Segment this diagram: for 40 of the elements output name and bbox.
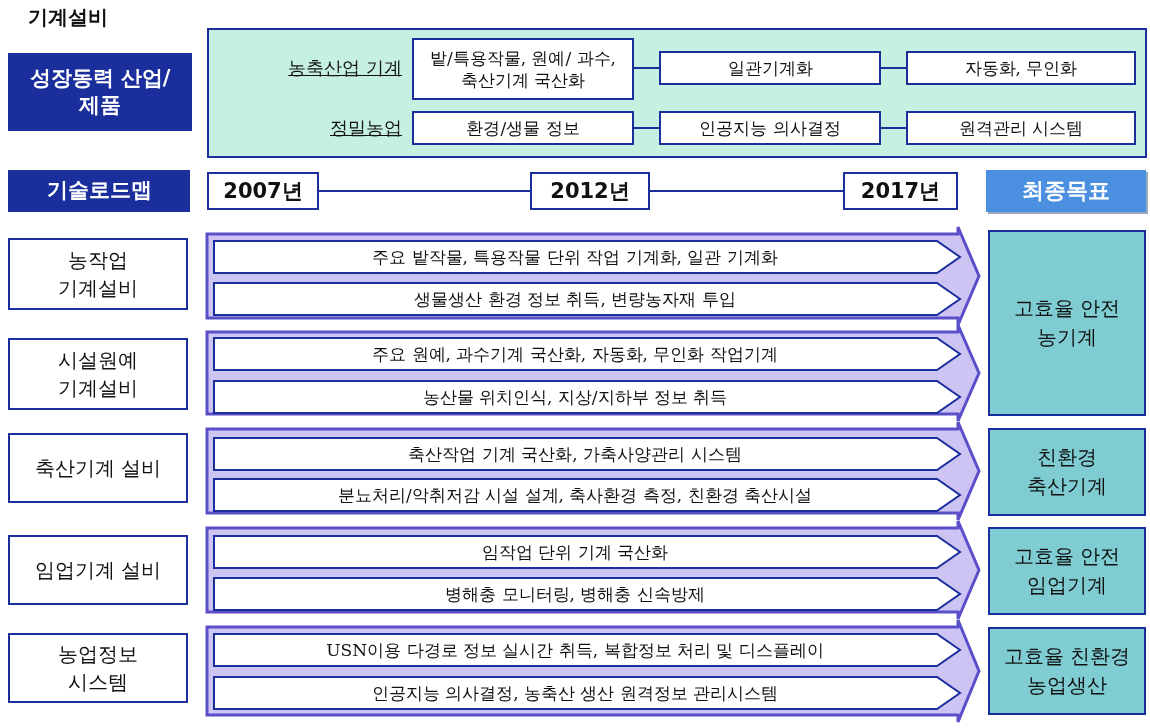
- goal-box: 고효율 친환경 농업생산: [988, 627, 1146, 715]
- connector-line: [633, 67, 660, 69]
- goal-box: 고효율 안전 임업기계: [988, 527, 1146, 615]
- task-tag: 임작업 단위 기계 국산화: [213, 535, 961, 569]
- task-tag: 주요 밭작물, 특용작물 단위 작업 기계화, 일관 기계화: [213, 240, 961, 274]
- diagram-title: 기계설비: [28, 4, 108, 31]
- row-label: 정밀농업: [329, 116, 402, 140]
- task-tag: 인공지능 의사결정, 농축산 생산 원격정보 관리시스템: [213, 676, 961, 710]
- year-box: 2017년: [843, 172, 958, 210]
- product-box: 자동화, 무인화: [906, 51, 1136, 85]
- connector-line: [880, 127, 907, 129]
- section-header: 성장동력 산업/제품: [8, 53, 192, 131]
- section-header: 기술로드맵: [8, 170, 190, 212]
- task-tag: 생물생산 환경 정보 취득, 변량농자재 투입: [213, 282, 961, 316]
- year-box: 2012년: [530, 172, 650, 210]
- goal-box: 고효율 안전 농기계: [988, 230, 1146, 416]
- task-tag: 농산물 위치인식, 지상/지하부 정보 취득: [213, 380, 961, 414]
- category-box: 농업정보 시스템: [8, 633, 188, 703]
- row-label: 농축산업 기계: [287, 56, 402, 80]
- task-tag: 병해충 모니터링, 병해충 신속방제: [213, 577, 961, 611]
- goal-box: 친환경 축산기계: [988, 428, 1146, 516]
- connector-line: [318, 190, 531, 192]
- goal-header: 최종목표: [986, 170, 1146, 212]
- connector-line: [633, 127, 660, 129]
- category-box: 농작업 기계설비: [8, 238, 188, 310]
- task-tag: 축산작업 기계 국산화, 가축사양관리 시스템: [213, 437, 961, 471]
- category-box: 시설원예 기계설비: [8, 338, 188, 410]
- connector-line: [880, 67, 907, 69]
- task-tag: USN이용 다경로 정보 실시간 취득, 복합정보 처리 및 디스플레이: [213, 633, 961, 667]
- category-box: 임업기계 설비: [8, 535, 188, 605]
- task-tag: 분뇨처리/악취저감 시설 설계, 축사환경 측정, 친환경 축산시설: [213, 478, 961, 512]
- product-box: 원격관리 시스템: [906, 111, 1136, 145]
- category-box: 축산기계 설비: [8, 433, 188, 503]
- product-box: 환경/생물 정보: [412, 111, 634, 145]
- product-box: 인공지능 의사결정: [659, 111, 881, 145]
- product-box: 밭/특용작물, 원예/ 과수, 축산기계 국산화: [412, 38, 634, 100]
- year-box: 2007년: [207, 172, 319, 210]
- task-tag: 주요 원예, 과수기계 국산화, 자동화, 무인화 작업기계: [213, 337, 961, 371]
- product-box: 일관기계화: [659, 51, 881, 85]
- connector-line: [649, 190, 844, 192]
